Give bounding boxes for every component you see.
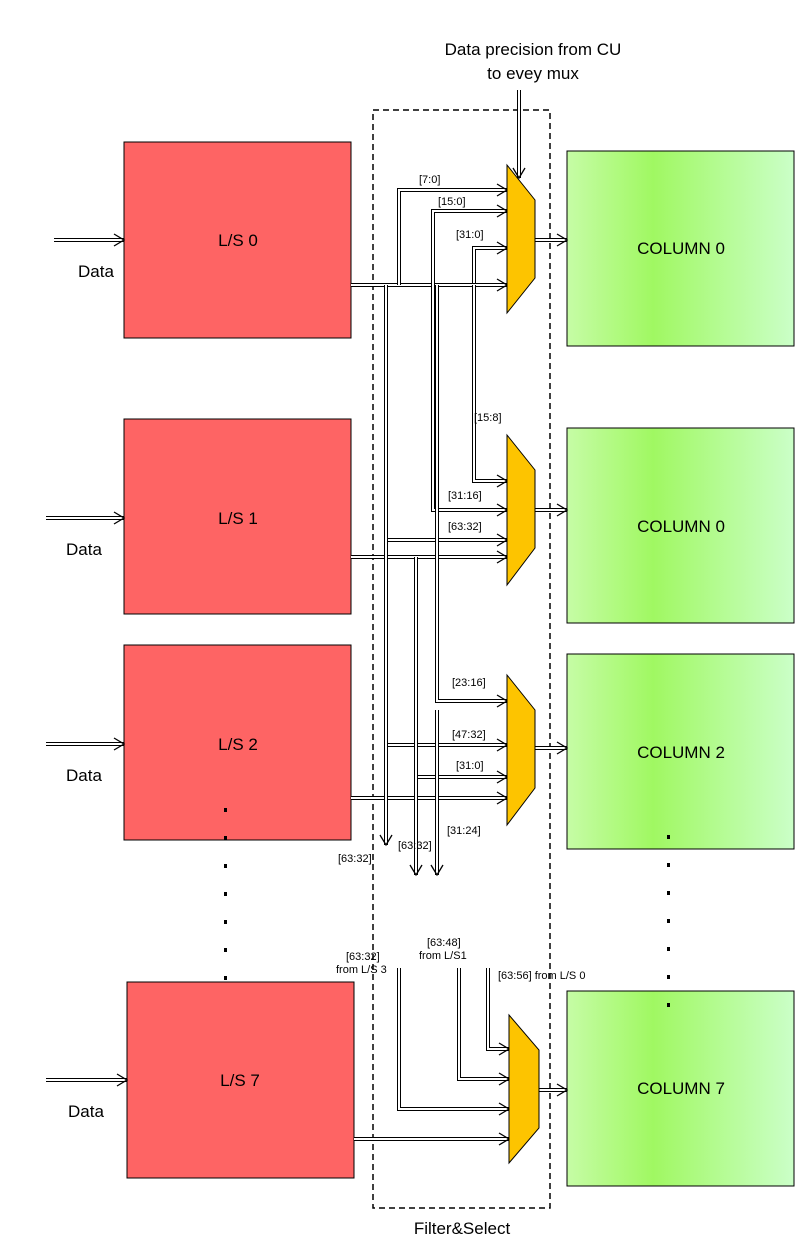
m1-in-c: [386, 533, 509, 547]
m7-out: [539, 1083, 569, 1097]
down-bus-b: [409, 557, 423, 877]
bits-m1-c: [63:32]: [448, 521, 482, 533]
ls-2-label: L/S 2: [218, 735, 258, 754]
m0-out: [535, 233, 569, 247]
ls-2-to-m2: [351, 791, 509, 805]
m2-in-c: [416, 770, 509, 784]
m0-in-c: [472, 241, 509, 285]
ls-0-input-label: Data: [78, 262, 114, 281]
m1-out: [535, 503, 569, 517]
mux-1: [506, 433, 536, 587]
column-0a-label: COLUMN 0: [637, 239, 725, 258]
mux-0: [506, 163, 536, 315]
ls-0-box: [123, 141, 352, 339]
bits-m0-b: [15:0]: [438, 196, 466, 208]
ls-1-label: L/S 1: [218, 509, 258, 528]
ls-1-input-label: Data: [66, 540, 102, 559]
bits-m7-b1: [63:48]: [427, 937, 461, 949]
m0-in-b: [431, 204, 509, 285]
column-ellipsis-dots: [667, 835, 670, 1007]
ls-1-input-wire: [46, 511, 126, 525]
column-0b-label: COLUMN 0: [637, 517, 725, 536]
bits-m7-a2: from L/S 3: [336, 964, 387, 976]
column-7-box: [566, 990, 795, 1187]
bits-down-a: [63:32]: [338, 853, 372, 865]
ls-1-to-m1: [351, 550, 509, 564]
bits-m0-a: [7:0]: [419, 174, 440, 186]
ls-ellipsis-dots: [224, 808, 227, 980]
ls-2-box: [123, 644, 352, 841]
ls-7-box: [126, 981, 355, 1179]
bits-m2-c: [31:0]: [456, 760, 484, 772]
bits-m2-b: [47:32]: [452, 729, 486, 741]
cu-control-wire: [512, 90, 526, 180]
column-0b-box: [566, 427, 795, 624]
bus-wires: [46, 90, 569, 1146]
column-0a-box: [566, 150, 795, 347]
column-7-label: COLUMN 7: [637, 1079, 725, 1098]
bits-m7-a1: [63:32]: [346, 951, 380, 963]
cu-caption-line1: Data precision from CU: [445, 40, 622, 59]
mux-7: [508, 1013, 540, 1165]
m7-in-b: [457, 968, 511, 1086]
cu-caption-line2: to evey mux: [487, 64, 579, 83]
bits-m1-a: [15:8]: [474, 412, 502, 424]
ls-7-input-label: Data: [68, 1102, 104, 1121]
m7-in-a: [397, 968, 511, 1116]
down-bus-c: [430, 710, 444, 877]
ls-7-to-m7: [354, 1132, 511, 1146]
bits-m2-a: [23:16]: [452, 677, 486, 689]
ls-0-label: L/S 0: [218, 231, 258, 250]
m2-in-b: [386, 738, 509, 752]
ls-2-input-label: Data: [66, 766, 102, 785]
bits-down-b: [63:32]: [398, 840, 432, 852]
m1-in-a: [472, 285, 509, 488]
bits-m2-d: [31:24]: [447, 825, 481, 837]
ls-2-input-wire: [46, 737, 126, 751]
down-bus-a: [379, 285, 393, 847]
column-2-box: [566, 653, 795, 850]
ls-1-box: [123, 418, 352, 615]
filter-select-frame: [372, 109, 551, 1209]
mux-2: [506, 673, 536, 827]
ls-7-input-wire: [46, 1073, 129, 1087]
column-2-label: COLUMN 2: [637, 743, 725, 762]
ls-7-label: L/S 7: [220, 1071, 260, 1090]
ls-0-input-wire: [54, 233, 126, 247]
bits-m1-b: [31:16]: [448, 490, 482, 502]
bits-m7-b2: from L/S1: [419, 950, 467, 962]
filter-select-label: Filter&Select: [414, 1219, 511, 1238]
m2-out: [535, 741, 569, 755]
bits-m7-c: [63:56] from L/S 0: [498, 970, 585, 982]
bits-m0-c: [31:0]: [456, 229, 484, 241]
